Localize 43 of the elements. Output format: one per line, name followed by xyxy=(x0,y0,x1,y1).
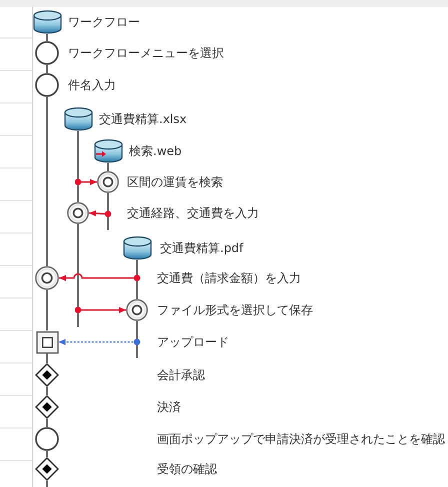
connector-line xyxy=(77,224,79,327)
step-label: 決済 xyxy=(157,399,181,415)
step-label: 件名入力 xyxy=(68,77,116,93)
connector-line xyxy=(107,193,109,230)
arrow xyxy=(58,338,140,346)
file-name-label: 交通費精算.pdf xyxy=(160,240,244,256)
connector-line xyxy=(46,354,48,363)
arrow xyxy=(74,178,97,186)
step-label: ワークフローメニューを選択 xyxy=(68,45,224,61)
connector-line xyxy=(136,278,138,299)
connector-line xyxy=(136,342,138,358)
file-name-label: 検索.web xyxy=(129,143,182,159)
circle-symbol xyxy=(35,41,59,65)
diamond-symbol xyxy=(35,395,59,419)
arrow xyxy=(88,210,112,218)
arrow xyxy=(74,306,126,314)
circle-symbol xyxy=(35,73,59,97)
ring-symbol xyxy=(35,266,59,290)
cylinder-symbol xyxy=(122,236,152,260)
file-name-label: 交通費精算.xlsx xyxy=(99,111,187,127)
circle-symbol xyxy=(35,427,59,451)
square-symbol xyxy=(36,330,58,354)
connector-line xyxy=(46,97,48,266)
arrow xyxy=(59,273,140,282)
step-label: 会計承認 xyxy=(157,367,205,383)
ring-symbol xyxy=(67,202,89,224)
ring-symbol xyxy=(126,299,148,321)
workflow-title: ワークフロー xyxy=(68,14,140,30)
cylinder-symbol xyxy=(94,139,122,163)
step-label: 区間の運賃を検索 xyxy=(127,174,223,190)
diamond-symbol xyxy=(35,457,59,481)
cylinder-symbol xyxy=(64,107,92,131)
ring-symbol xyxy=(97,171,119,193)
connector-line xyxy=(77,131,79,202)
cylinder-symbol xyxy=(32,10,62,34)
step-label: 受領の確認 xyxy=(157,461,217,477)
step-label: アップロード xyxy=(157,334,229,350)
step-label: 交通経路、交通費を入力 xyxy=(127,205,259,221)
step-label: 画面ポップアップで申請決済が受理されたことを確認 xyxy=(157,431,445,447)
step-label: ファイル形式を選択して保存 xyxy=(157,302,313,318)
diamond-symbol xyxy=(35,363,59,387)
step-label: 交通費（請求金額）を入力 xyxy=(157,270,301,286)
connector-line xyxy=(46,290,48,330)
